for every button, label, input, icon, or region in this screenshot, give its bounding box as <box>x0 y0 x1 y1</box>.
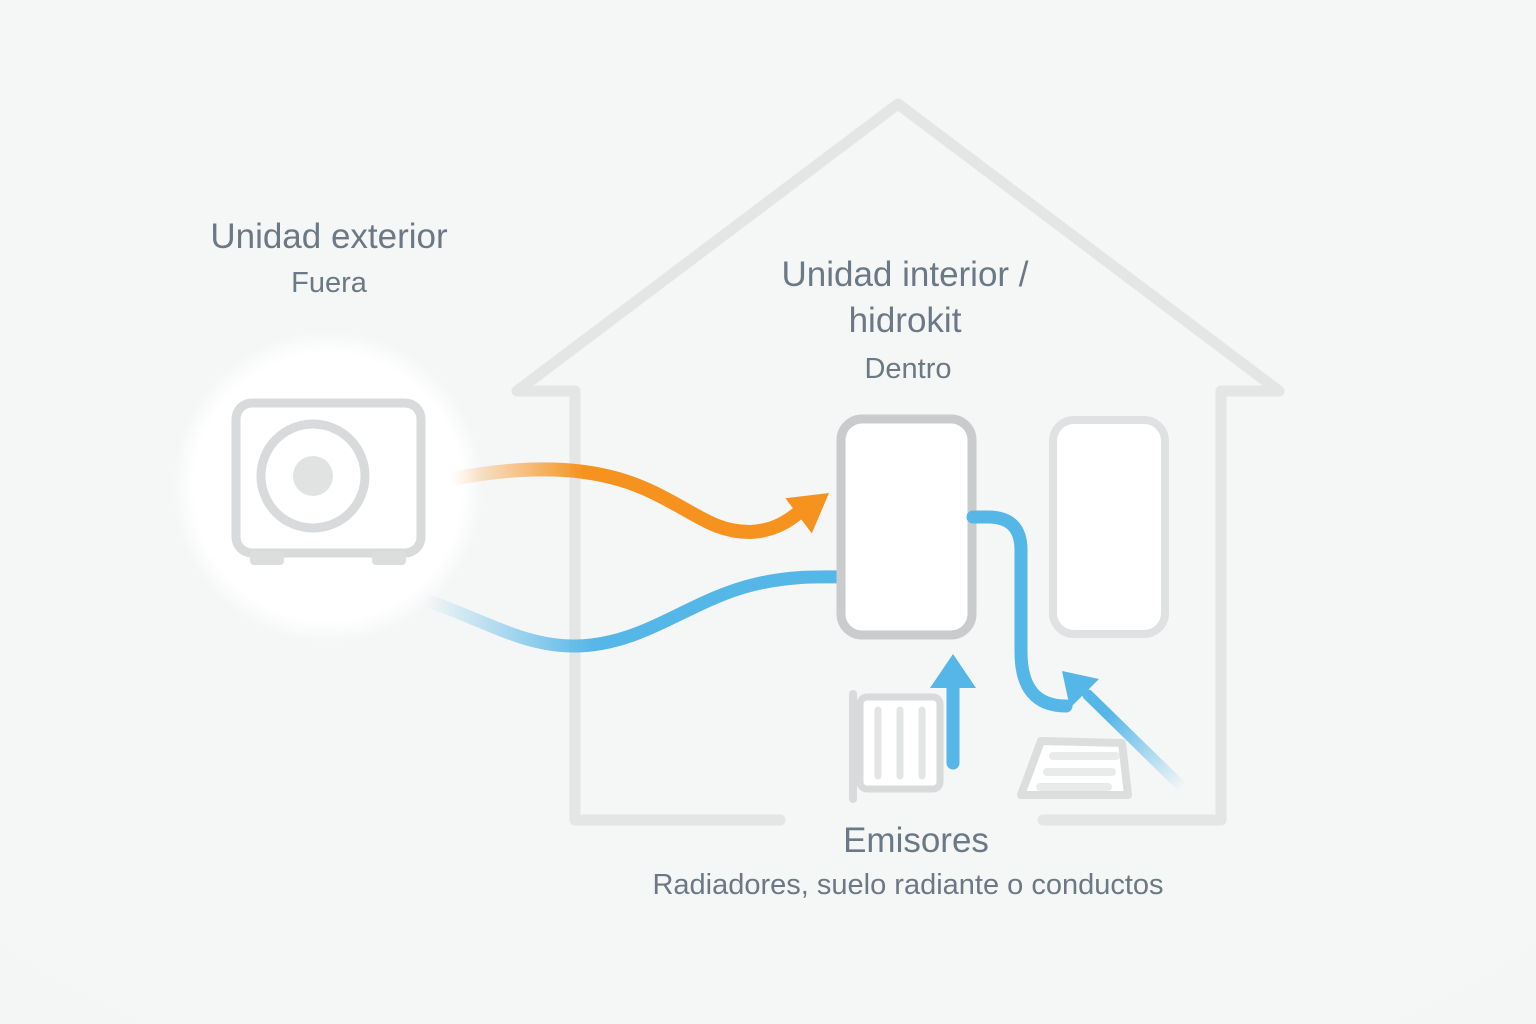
outdoor-unit-location: Fuera <box>291 267 367 299</box>
floor-duct-icon <box>1017 737 1132 799</box>
hidrokit-unit-icon <box>836 414 977 640</box>
indoor-unit-title-line1: Unidad interior / <box>781 255 1029 294</box>
emitters-title: Emisores <box>843 821 989 860</box>
indoor-unit-title-line2: hidrokit <box>848 301 962 340</box>
return-arrowhead <box>1062 671 1099 708</box>
secondary-indoor-unit-icon <box>1049 416 1169 638</box>
outdoor-unit-foot-left <box>250 551 284 565</box>
emitters-description: Radiadores, suelo radiante o conductos <box>652 869 1164 901</box>
indoor-unit-location: Dentro <box>864 353 952 385</box>
outdoor-unit-icon <box>172 331 484 643</box>
water-supply-line-icon <box>421 570 852 653</box>
return-flow-arrow-icon <box>1062 671 1186 791</box>
radiator-flow-arrow-icon <box>930 654 976 770</box>
outdoor-unit-foot-right <box>372 551 406 565</box>
outdoor-unit-title: Unidad exterior <box>210 217 448 256</box>
radiator-icon <box>849 690 944 803</box>
heat-flow-arrow-icon <box>445 462 829 540</box>
heat-arrowhead <box>785 493 829 534</box>
house-outline-icon <box>511 98 1285 826</box>
fan-hub-icon <box>293 456 333 496</box>
radiator-arrowhead <box>930 654 976 688</box>
water-pipe-icon <box>966 510 1073 713</box>
